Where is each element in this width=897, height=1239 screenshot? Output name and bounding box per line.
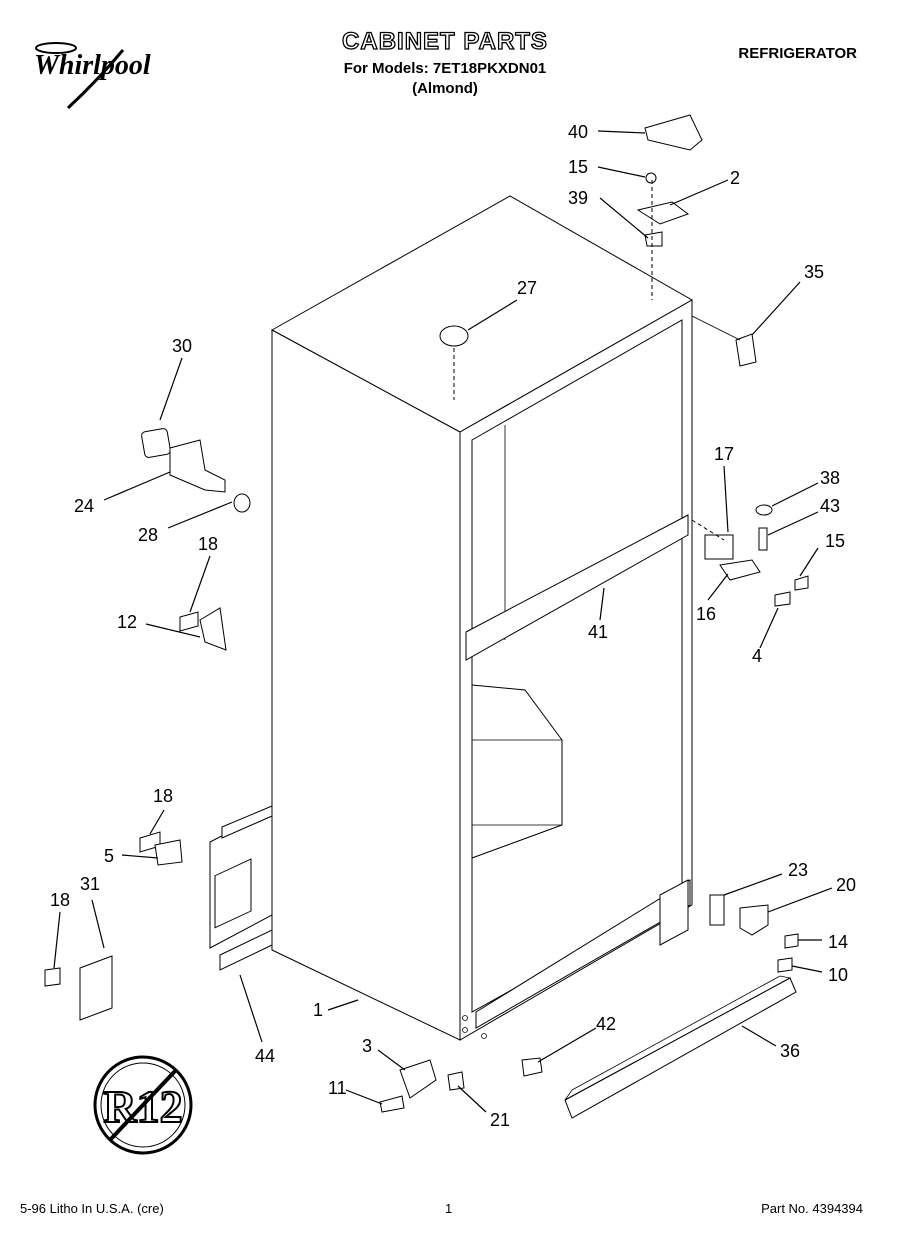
callout-17: 17 — [714, 444, 734, 464]
left-lower-parts — [44, 805, 273, 1021]
callout-21: 21 — [490, 1110, 510, 1130]
bottom-center-parts — [379, 1059, 465, 1113]
callout-27: 27 — [517, 278, 537, 298]
right-lower-parts — [521, 894, 799, 1119]
leader-lines — [53, 130, 833, 1113]
right-hinge-parts — [691, 504, 809, 607]
callout-24: 24 — [74, 496, 94, 516]
model-line: For Models: 7ET18PKXDN01 — [343, 60, 547, 77]
part-number: Part No. 4394394 — [761, 1201, 863, 1216]
whirlpool-logo — [28, 40, 188, 112]
callout-23: 23 — [788, 860, 808, 880]
callout-35: 35 — [804, 262, 824, 282]
top-hinge-parts — [439, 114, 757, 400]
callout-39: 39 — [568, 188, 588, 208]
callout-18: 18 — [198, 534, 218, 554]
callout-18: 18 — [50, 890, 70, 910]
callout-5: 5 — [104, 846, 114, 866]
callout-44: 44 — [255, 1046, 275, 1066]
callout-10: 10 — [828, 965, 848, 985]
callout-4: 4 — [752, 646, 762, 666]
callout-30: 30 — [172, 336, 192, 356]
callout-40: 40 — [568, 122, 588, 142]
callout-20: 20 — [836, 875, 856, 895]
callout-28: 28 — [138, 525, 158, 545]
r12-symbol: R12 — [93, 1055, 193, 1155]
callout-2: 2 — [730, 168, 740, 188]
callout-12: 12 — [117, 612, 137, 632]
callout-38: 38 — [820, 468, 840, 488]
callout-41: 41 — [588, 622, 608, 642]
callout-1: 1 — [313, 1000, 323, 1020]
callout-42: 42 — [596, 1014, 616, 1034]
callout-18: 18 — [153, 786, 173, 806]
callout-36: 36 — [780, 1041, 800, 1061]
callout-15: 15 — [568, 157, 588, 177]
page-number: 1 — [445, 1201, 453, 1216]
page-title: CABINET PARTS — [341, 27, 548, 55]
callout-11: 11 — [328, 1078, 347, 1098]
left-upper-parts — [141, 428, 251, 651]
callout-14: 14 — [828, 932, 848, 952]
brand-wordmark: Whirlpool — [34, 50, 151, 81]
litho-note: 5-96 Litho In U.S.A. (cre) — [20, 1201, 164, 1216]
callout-16: 16 — [696, 604, 716, 624]
cabinet-body — [270, 195, 694, 1041]
color-line: (Almond) — [412, 80, 478, 97]
appliance-type: REFRIGERATOR — [738, 45, 857, 62]
callout-31: 31 — [80, 874, 100, 894]
callout-43: 43 — [820, 496, 840, 516]
callout-3: 3 — [362, 1036, 372, 1056]
callout-15: 15 — [825, 531, 845, 551]
